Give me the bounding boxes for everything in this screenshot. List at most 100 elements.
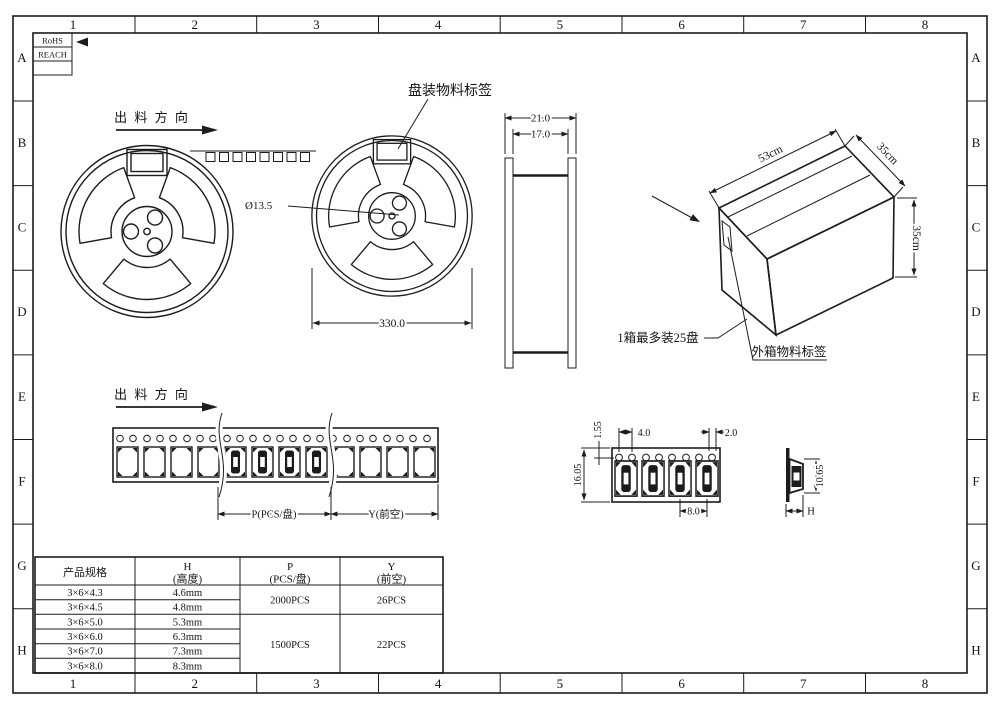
- frame-row-label: H: [971, 643, 982, 658]
- carton-capacity-text: 1箱最多装25盘: [617, 330, 698, 345]
- tape-width-dimension: 16.05: [571, 447, 610, 503]
- pocket-pitch-dimension: 8.0: [679, 499, 708, 520]
- frame-row-label: E: [18, 389, 28, 404]
- pocket-length-dim: 10.65: [815, 465, 826, 488]
- col-header-p-sub: (PCS/盘): [270, 572, 311, 586]
- reel-diameter-dim: 330.0: [379, 318, 405, 330]
- carton-height-dim: 35cm: [910, 225, 922, 251]
- col-header-spec: 产品规格: [63, 565, 107, 579]
- carton-side-label: [721, 219, 733, 253]
- carton-length-dimension: 53cm: [708, 128, 846, 209]
- tape-span-dimensions: P(PCS/盘) Y(前空): [217, 484, 439, 523]
- spec-table: 产品规格 H (高度) P (PCS/盘) Y (前空) 3×6×4.3 4.6…: [34, 556, 444, 674]
- frame-row-labels-left: A B C D E F G H: [17, 50, 29, 658]
- col-header-p: P: [287, 561, 293, 573]
- reel-inner-width-dim: 17.0: [531, 129, 551, 141]
- spec-cell: 3×6×8.0: [67, 661, 102, 672]
- sprocket-hole-dia-dim: 2.0: [725, 428, 738, 439]
- spec-table-header: 产品规格 H (高度) P (PCS/盘) Y (前空): [63, 561, 406, 586]
- tape-width-dim: 16.05: [573, 464, 584, 487]
- tape-detail-section-view: 10.65 H: [785, 448, 828, 520]
- frame-row-label: A: [971, 50, 982, 65]
- frame-col-label: 1: [70, 17, 79, 32]
- hub-hole-dim: Ø13.5: [245, 200, 273, 212]
- frame-row-label: A: [17, 50, 28, 65]
- height-cell: 7.3mm: [173, 647, 202, 658]
- sprocket-pitch-dimension: 4.0: [618, 426, 652, 452]
- sprocket-pitch-dim: 4.0: [638, 428, 651, 439]
- leader-span-dim: Y(前空): [368, 508, 404, 521]
- frame-col-label: 8: [922, 676, 931, 691]
- frame-row-label: B: [972, 135, 983, 150]
- carton-box: 53cm 35cm 35cm 1箱最多装25盘 外箱物料标签: [617, 128, 924, 361]
- frame-col-label: 1: [70, 676, 79, 691]
- frame-row-labels-right: A B C D E F G H: [971, 50, 983, 658]
- hole-edge-margin-dim: 1.55: [593, 421, 604, 439]
- hole-edge-margin-dimension: 1.55: [591, 419, 614, 465]
- pocket-pitch-dim: 8.0: [687, 507, 700, 518]
- frame-row-label: G: [971, 558, 982, 573]
- reel-diameter-dimension: 330.0: [311, 268, 473, 332]
- frame-col-label: 4: [435, 676, 444, 691]
- sprocket-holes: [116, 434, 431, 443]
- frame-row-label: D: [17, 304, 28, 319]
- frame-col-label: 8: [922, 17, 931, 32]
- frame-row-label: G: [17, 558, 28, 573]
- carrier-tape-strip: P(PCS/盘) Y(前空): [112, 411, 439, 523]
- frame-col-label: 2: [191, 676, 200, 691]
- pocket-length-dimension: 10.65: [804, 458, 828, 494]
- reel-side-view: 21.0 17.0: [504, 111, 577, 369]
- height-cell: 8.3mm: [173, 661, 202, 672]
- spec-table-rows: 3×6×4.3 4.6mm 3×6×4.5 4.8mm 3×6×5.0 5.3m…: [67, 588, 202, 672]
- carton-length-dim: 53cm: [757, 143, 785, 165]
- spec-cell: 3×6×7.0: [67, 647, 102, 658]
- arrow-right-icon: [202, 402, 218, 412]
- col-header-h: H: [184, 561, 192, 573]
- leader-cell: 22PCS: [377, 640, 406, 651]
- spec-cell: 3×6×4.3: [67, 588, 102, 599]
- pcs-per-reel-cell: 1500PCS: [270, 640, 310, 651]
- feed-direction-label: 出 料 方 向: [114, 110, 190, 125]
- carton-label-text: 外箱物料标签: [751, 344, 827, 359]
- frame-row-label: D: [971, 304, 982, 319]
- frame-col-label: 7: [800, 17, 809, 32]
- carton-height-dimension: 35cm: [895, 197, 924, 278]
- hub-hole-callout: Ø13.5: [243, 198, 400, 216]
- drawing-frame: 1 2 3 4 5 6 7 8 1 2 3 4 5 6 7 8 A B C D …: [12, 15, 988, 694]
- frame-row-label: B: [18, 135, 29, 150]
- frame-col-label: 5: [557, 17, 566, 32]
- spec-table-merged-cells: 2000PCS 26PCS 1500PCS 22PCS: [270, 596, 406, 652]
- height-cell: 4.8mm: [173, 603, 202, 614]
- frame-row-label: H: [17, 643, 28, 658]
- feed-direction-label: 出 料 方 向: [114, 387, 190, 402]
- tape-detail-top-view: 16.05 1.55 4.0 2.0 8.0: [571, 419, 739, 520]
- frame-row-label: C: [18, 220, 29, 235]
- carton-label-callout: 外箱物料标签: [727, 236, 827, 361]
- pcs-per-reel-span-dim: P(PCS/盘): [252, 508, 297, 521]
- reel-label-text: 盘装物料标签: [408, 82, 492, 99]
- frame-col-label: 5: [557, 676, 566, 691]
- frame-col-label: 3: [313, 676, 322, 691]
- arrow-right-icon: [202, 125, 218, 135]
- frame-row-label: F: [18, 473, 27, 488]
- feed-direction-tape: 出 料 方 向: [114, 387, 218, 412]
- carton-depth-dimension: 35cm: [844, 134, 906, 198]
- arrow-down-right-icon: [689, 214, 700, 222]
- col-header-h-sub: (高度): [173, 572, 203, 586]
- frame-col-label: 6: [678, 676, 687, 691]
- frame-col-label: 4: [435, 17, 444, 32]
- leader-cell: 26PCS: [377, 596, 406, 607]
- empty-pockets: [116, 446, 436, 478]
- reach-mark: REACH: [38, 50, 67, 60]
- height-cell: 5.3mm: [173, 617, 202, 628]
- spec-cell: 3×6×5.0: [67, 617, 102, 628]
- carton-depth-dim: 35cm: [874, 141, 900, 168]
- feed-direction-reel: 出 料 方 向: [114, 110, 218, 135]
- frame-col-label: 2: [191, 17, 200, 32]
- reel-front-view-left: [61, 146, 233, 318]
- col-header-y: Y: [388, 561, 396, 573]
- height-cell: 6.3mm: [173, 632, 202, 643]
- height-cell: 4.6mm: [173, 588, 202, 599]
- frame-col-label: 6: [678, 17, 687, 32]
